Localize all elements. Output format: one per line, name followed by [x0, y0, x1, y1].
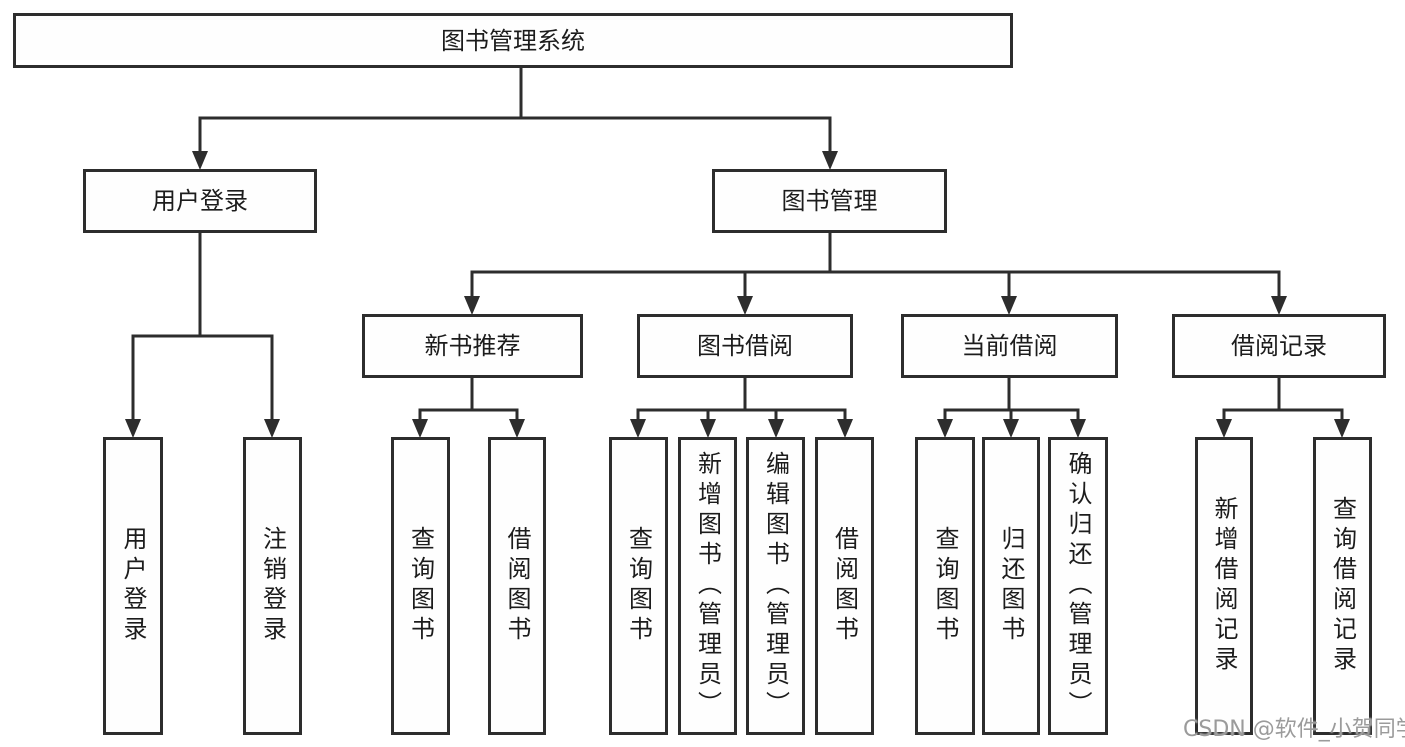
leaf-borrow-query-books-label: 查询图书 [624, 526, 653, 646]
leaf-records-add-record-label: 新增借阅记录 [1210, 496, 1238, 676]
leaf-current-query-books-label: 查询图书 [931, 526, 959, 646]
node-new-book-recommend: 新书推荐 [362, 314, 583, 378]
node-new-book-recommend-label: 新书推荐 [424, 332, 521, 360]
leaf-logout-label: 注销登录 [258, 526, 287, 646]
leaf-borrow-query-books: 查询图书 [609, 437, 668, 735]
leaf-borrow-add-books-label: 新增图书（管理员） [693, 451, 722, 721]
leaf-borrow-borrow-books-label: 借阅图书 [830, 526, 859, 646]
leaf-borrow-edit-books-label: 编辑图书（管理员） [761, 451, 790, 721]
leaf-current-query-books: 查询图书 [915, 437, 975, 735]
leaf-current-return-books: 归还图书 [982, 437, 1040, 735]
leaf-current-confirm-return: 确认归还（管理员） [1048, 437, 1108, 735]
node-root: 图书管理系统 [13, 13, 1013, 68]
leaf-user-login: 用户登录 [103, 437, 163, 735]
node-borrow-records-label: 借阅记录 [1231, 332, 1327, 360]
leaf-borrow-borrow-books: 借阅图书 [815, 437, 874, 735]
leaf-recommend-borrow-books-label: 借阅图书 [503, 526, 531, 646]
node-user-login: 用户登录 [83, 169, 317, 233]
csdn-watermark: CSDN @软件_小贺同学 [1183, 717, 1405, 742]
leaf-records-add-record: 新增借阅记录 [1195, 437, 1253, 735]
node-user-login-label: 用户登录 [152, 187, 248, 215]
leaf-records-query-record-label: 查询借阅记录 [1328, 496, 1357, 676]
leaf-recommend-borrow-books: 借阅图书 [488, 437, 546, 735]
node-borrow-records: 借阅记录 [1172, 314, 1386, 378]
leaf-borrow-add-books: 新增图书（管理员） [678, 437, 737, 735]
node-book-management-label: 图书管理 [781, 187, 878, 215]
leaf-current-confirm-return-label: 确认归还（管理员） [1064, 451, 1092, 721]
node-book-borrow: 图书借阅 [637, 314, 853, 378]
node-current-borrow-label: 当前借阅 [961, 332, 1058, 360]
leaf-recommend-query-books: 查询图书 [391, 437, 450, 735]
node-root-label: 图书管理系统 [441, 26, 585, 55]
node-current-borrow: 当前借阅 [901, 314, 1118, 378]
node-book-borrow-label: 图书借阅 [697, 332, 793, 360]
leaf-logout: 注销登录 [243, 437, 302, 735]
leaf-user-login-label: 用户登录 [119, 526, 147, 646]
node-book-management: 图书管理 [712, 169, 947, 233]
leaf-records-query-record: 查询借阅记录 [1313, 437, 1372, 735]
leaf-current-return-books-label: 归还图书 [997, 526, 1025, 646]
leaf-borrow-edit-books: 编辑图书（管理员） [746, 437, 805, 735]
leaf-recommend-query-books-label: 查询图书 [406, 526, 435, 646]
